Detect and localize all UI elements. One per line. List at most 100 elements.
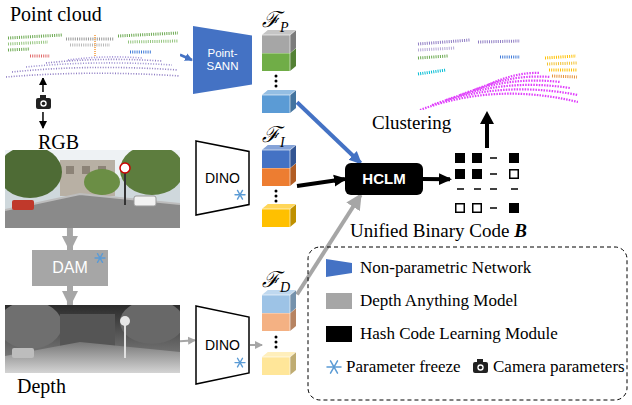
snowflake-ray (238, 190, 243, 199)
rgb-image-part (82, 166, 90, 174)
label-wrap: DINO (195, 140, 250, 216)
legend-box-part (331, 361, 338, 373)
rgb-image-part (5, 150, 62, 198)
point-cloud-image-part-part (46, 59, 162, 63)
point-cloud-image-part-part (130, 51, 152, 54)
binary-code-matrix-part (473, 204, 482, 213)
depth-panel: Depth (5, 305, 180, 403)
clustering-result-image-part-part (552, 76, 577, 77)
camera-link-icon-part (40, 100, 46, 106)
connector-arrow (67, 286, 73, 305)
legend-box-part (473, 362, 488, 373)
feature-stack-p-part (262, 30, 296, 53)
connector-arrow (180, 55, 192, 60)
rgb-image-part (12, 200, 34, 210)
binary-code-node: Unified Binary CodeB (450, 150, 525, 218)
trapezoid-outline (193, 26, 252, 94)
feature-label: ℱI (262, 118, 285, 148)
connector-arrow (67, 228, 73, 250)
snowflake-ray (238, 190, 243, 199)
clustering-arrow-part (480, 111, 494, 124)
binary-code-matrix-part (509, 203, 519, 213)
feature-stack: ℱI (262, 145, 297, 227)
clustering-result-image-part-part (418, 56, 448, 58)
feature-subscript: P (280, 20, 289, 36)
rgb-panel: RGB (5, 128, 180, 228)
panel-heading: Point cloud (10, 3, 102, 26)
clustering-arrow (480, 111, 494, 148)
point-cloud-image-part-part (12, 67, 178, 72)
point-cloud-panel: Point cloud (5, 3, 180, 78)
depth-image-part (5, 342, 180, 373)
clustering-result-image-part-part (460, 81, 560, 95)
binary-code-matrix-part (509, 153, 519, 163)
encoder-trapezoid: DINO (195, 140, 250, 216)
point-cloud-image-part-part (8, 49, 30, 50)
annotation-label: Clustering (372, 112, 451, 134)
feature-symbol: ℱ (262, 122, 280, 147)
point-cloud-image-part-part (26, 63, 172, 67)
feature-stack-p (262, 30, 296, 113)
legend-box (308, 247, 627, 400)
legend-box-part (331, 361, 338, 373)
binary-code-matrix-part (490, 207, 497, 209)
camera-link-icon-part (36, 98, 51, 109)
binary-code-matrix-part (490, 173, 497, 175)
code-heading: Unified Binary CodeB (350, 220, 527, 242)
connector-arrow (297, 179, 345, 186)
binary-code-matrix (455, 153, 519, 213)
feature-stack-i-part (275, 190, 278, 193)
clustering-result-image-part-part (418, 70, 446, 74)
model-box: DAM (32, 250, 108, 286)
depth-image-part (12, 348, 34, 358)
legend-text: Hash Code Learning Module (360, 324, 558, 344)
feature-stack-i-part (275, 195, 278, 198)
clustering-result-image-part (415, 35, 578, 110)
binary-code-matrix-part (455, 169, 465, 179)
legend-text: Parameter freeze (346, 357, 461, 377)
camera-link-icon-part (32, 92, 54, 112)
rgb-image-part (84, 169, 120, 195)
feature-stack-d-part (262, 290, 296, 313)
feature-stack-i-part (262, 204, 296, 227)
clustering-result-image-part-part (488, 73, 540, 85)
point-cloud-image-part-part (6, 73, 180, 77)
feature-stack-i-part (275, 200, 278, 203)
clustering-result-image-part-part (478, 41, 520, 42)
rgb-image-part (5, 194, 180, 210)
point-cloud-image-part-part (30, 55, 50, 58)
legend-box-part (308, 247, 627, 400)
point-cloud-image-part (8, 33, 178, 56)
depth-image-part (120, 305, 180, 344)
point-cloud-image-part-part (70, 44, 110, 47)
feature-stack-p-part (262, 90, 296, 113)
snowflake-icon (235, 358, 245, 367)
clustering-result-image-part-part (500, 56, 520, 59)
depth-image (5, 305, 180, 373)
label-wrap: DAM (32, 250, 108, 286)
legend-box-part (477, 359, 483, 363)
binary-code-matrix-part (490, 157, 497, 159)
point-cloud-image-part-part (68, 57, 142, 60)
legend-text: Camera parameters (493, 357, 625, 377)
point-cloud-image-part-part (128, 41, 178, 42)
snowflake-ray (98, 254, 103, 263)
connector-arrow (297, 102, 361, 163)
legend-text: Non-parametric Network (360, 258, 531, 278)
rgb-image (5, 150, 180, 228)
binary-code-matrix-part (472, 153, 482, 163)
label-wrap: DINO (195, 305, 250, 385)
rgb-image-part (120, 163, 130, 173)
feature-subscript: D (280, 280, 290, 296)
legend-text: Depth Anything Model (360, 291, 518, 311)
legend-swatch (326, 326, 352, 342)
panel-heading: Depth (17, 375, 66, 398)
point-cloud-image-part (6, 57, 180, 77)
clustering-result-image-part-part (446, 85, 570, 100)
node-label: Point-SANN (192, 47, 253, 73)
rgb-image-part (134, 196, 156, 206)
clustering-result-image-part-part (547, 63, 577, 64)
point-cloud-image (5, 30, 180, 78)
